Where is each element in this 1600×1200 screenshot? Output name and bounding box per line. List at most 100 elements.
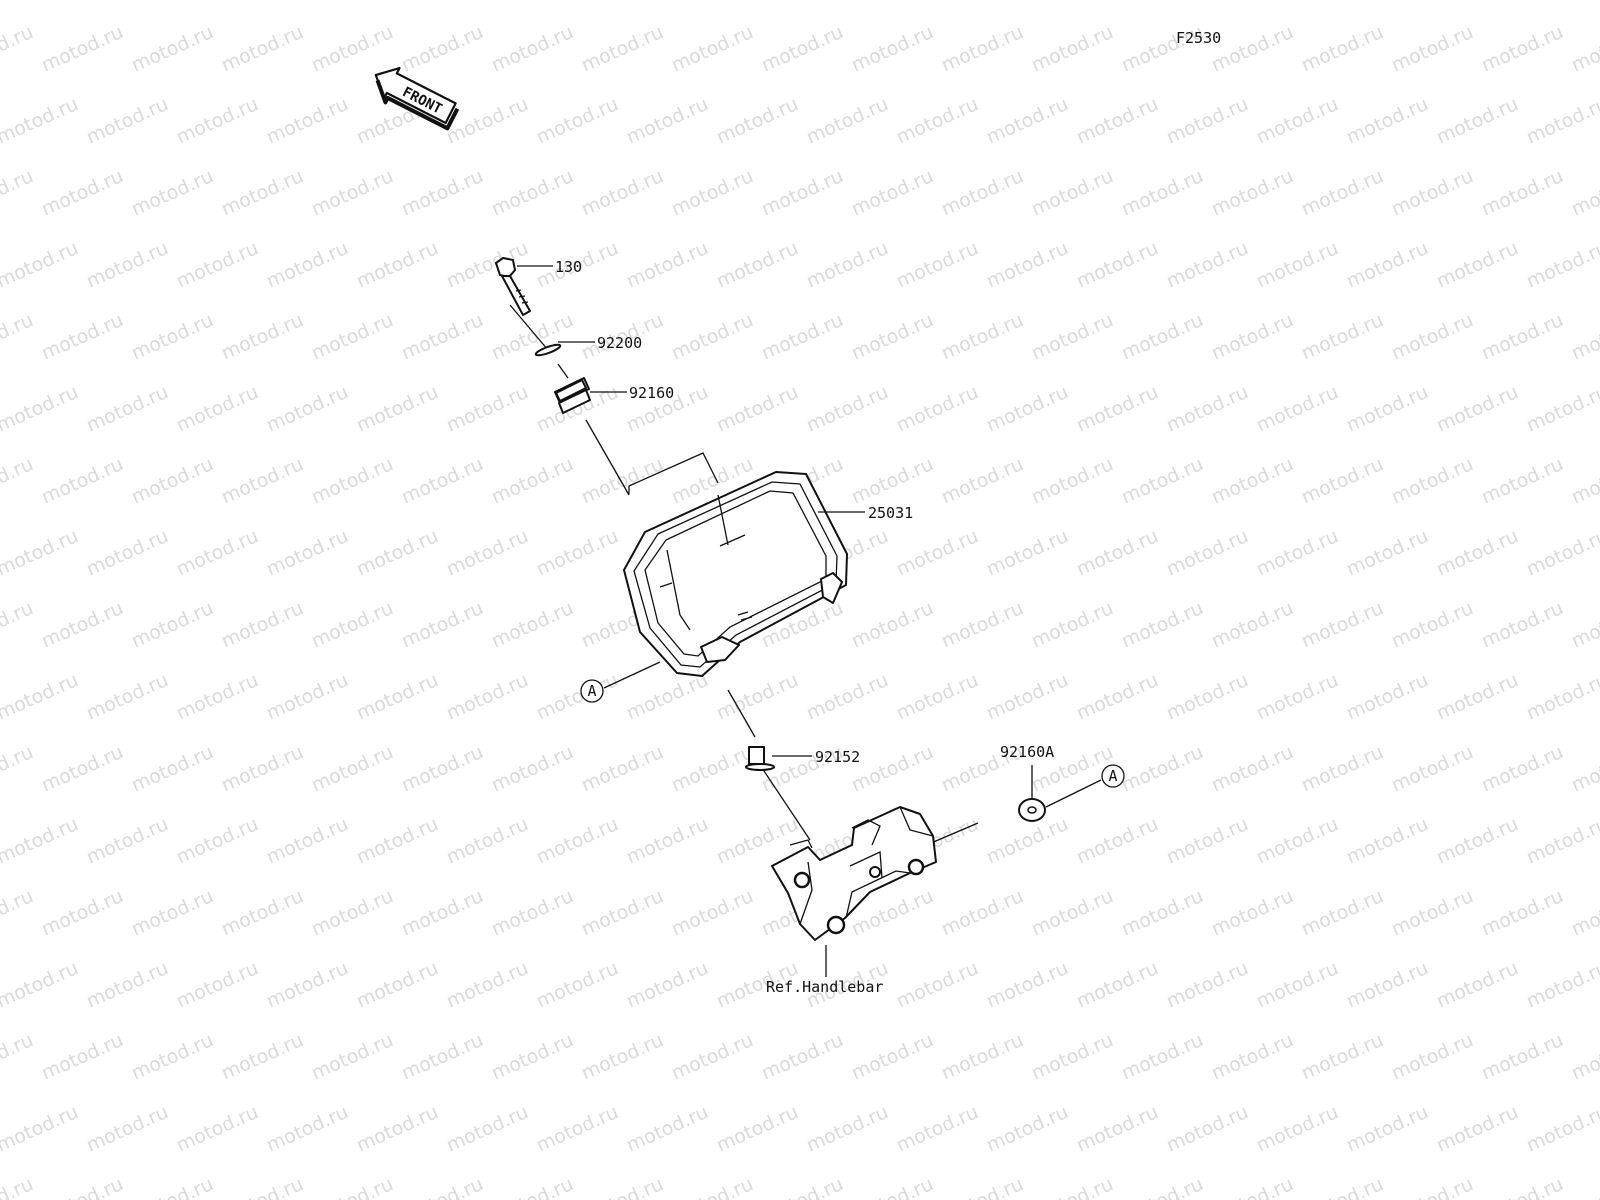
watermark-text: motod.ru [533, 1101, 622, 1157]
watermark-text: motod.ru [578, 741, 667, 797]
watermark-text: motod.ru [83, 669, 172, 725]
watermark-text: motod.ru [1433, 1101, 1522, 1157]
callout-92160a: 92160A [1000, 743, 1054, 761]
watermark-text: motod.ru [218, 165, 307, 221]
watermark-text: motod.ru [1298, 453, 1387, 509]
watermark-text: motod.ru [443, 0, 532, 5]
watermark-text: motod.ru [1028, 165, 1117, 221]
watermark-text: motod.ru [1253, 0, 1342, 5]
watermark-text: motod.ru [893, 237, 982, 293]
watermark-text: motod.ru [983, 669, 1072, 725]
watermark-text: motod.ru [758, 309, 847, 365]
watermark-text: motod.ru [38, 453, 127, 509]
watermark-text: motod.ru [443, 957, 532, 1013]
watermark-text: motod.ru [1433, 93, 1522, 149]
watermark-text: motod.ru [263, 0, 352, 5]
watermark-text: motod.ru [1253, 669, 1342, 725]
callout-130: 130 [555, 258, 582, 276]
watermark-text: motod.ru [803, 1101, 892, 1157]
watermark-text: motod.ru [218, 1173, 307, 1200]
watermark-text: motod.ru [1433, 525, 1522, 581]
watermark-text: motod.ru [533, 957, 622, 1013]
watermark-text: motod.ru [488, 597, 577, 653]
watermark-text: motod.ru [983, 381, 1072, 437]
watermark-text: motod.ru [1523, 237, 1600, 293]
watermark-text: motod.ru [1478, 453, 1567, 509]
watermark-text: motod.ru [1388, 21, 1477, 77]
watermark-text: motod.ru [1298, 1173, 1387, 1200]
watermark-text: motod.ru [713, 93, 802, 149]
watermark-text: motod.ru [848, 1029, 937, 1085]
watermark-text: motod.ru [38, 165, 127, 221]
watermark-text: motod.ru [578, 1173, 667, 1200]
watermark-text: motod.ru [173, 93, 262, 149]
watermark-text: motod.ru [803, 93, 892, 149]
watermark-text: motod.ru [0, 813, 82, 869]
watermark-text: motod.ru [713, 669, 802, 725]
watermark-text: motod.ru [488, 741, 577, 797]
watermark-text: motod.ru [218, 21, 307, 77]
watermark-text: motod.ru [1568, 453, 1600, 509]
watermark-text: motod.ru [1028, 885, 1117, 941]
watermark-text: motod.ru [1433, 957, 1522, 1013]
watermark-text: motod.ru [173, 381, 262, 437]
watermark-text: motod.ru [353, 957, 442, 1013]
watermark-text: motod.ru [668, 165, 757, 221]
watermark-text: motod.ru [0, 885, 37, 941]
damper-92160a [1018, 798, 1046, 822]
watermark-text: motod.ru [1298, 165, 1387, 221]
callout-92160: 92160 [629, 384, 674, 402]
watermark-text: motod.ru [353, 525, 442, 581]
watermark-text: motod.ru [1253, 1101, 1342, 1157]
watermark-text: motod.ru [1568, 21, 1600, 77]
watermark-text: motod.ru [803, 669, 892, 725]
watermark-text: motod.ru [398, 741, 487, 797]
watermark-text: motod.ru [623, 957, 712, 1013]
watermark-text: motod.ru [398, 1173, 487, 1200]
watermark-text: motod.ru [38, 885, 127, 941]
watermark-text: motod.ru [83, 525, 172, 581]
watermark-text: motod.ru [1523, 957, 1600, 1013]
watermark-text: motod.ru [308, 1173, 397, 1200]
watermark-text: motod.ru [758, 1173, 847, 1200]
watermark-text: motod.ru [533, 0, 622, 5]
watermark-text: motod.ru [1163, 525, 1252, 581]
watermark-text: motod.ru [263, 1101, 352, 1157]
watermark-text: motod.ru [353, 0, 442, 5]
watermark-text: motod.ru [1523, 1101, 1600, 1157]
watermark-text: motod.ru [938, 309, 1027, 365]
watermark-text: motod.ru [1433, 381, 1522, 437]
watermark-text: motod.ru [1568, 741, 1600, 797]
watermark-text: motod.ru [1118, 165, 1207, 221]
watermark-text: motod.ru [1478, 309, 1567, 365]
watermark-text: motod.ru [443, 669, 532, 725]
watermark-text: motod.ru [218, 741, 307, 797]
watermark-text: motod.ru [1388, 1173, 1477, 1200]
watermark-text: motod.ru [1343, 381, 1432, 437]
watermark-text: motod.ru [668, 741, 757, 797]
ref-marker-a-right-label: A [1108, 767, 1117, 785]
watermark-text: motod.ru [308, 309, 397, 365]
watermark-text: motod.ru [1253, 381, 1342, 437]
watermark-text: motod.ru [848, 21, 937, 77]
watermark-text: motod.ru [938, 597, 1027, 653]
watermark-text: motod.ru [533, 93, 622, 149]
watermark-text: motod.ru [1478, 885, 1567, 941]
watermark-text: motod.ru [848, 1173, 937, 1200]
watermark-text: motod.ru [128, 885, 217, 941]
watermark-text: motod.ru [218, 597, 307, 653]
watermark-text: motod.ru [623, 813, 712, 869]
watermark-text: motod.ru [83, 957, 172, 1013]
watermark-text: motod.ru [0, 669, 82, 725]
watermark-text: motod.ru [938, 453, 1027, 509]
watermark-text: motod.ru [488, 885, 577, 941]
handlebar-bracket [771, 806, 937, 941]
watermark-text: motod.ru [668, 885, 757, 941]
ref-marker-a-right: A [1101, 764, 1125, 788]
watermark-text: motod.ru [848, 309, 937, 365]
watermark-text: motod.ru [983, 93, 1072, 149]
watermark-text: motod.ru [488, 1029, 577, 1085]
callout-92152: 92152 [815, 748, 860, 766]
watermark-text: motod.ru [1208, 1173, 1297, 1200]
watermark-text: motod.ru [353, 1101, 442, 1157]
